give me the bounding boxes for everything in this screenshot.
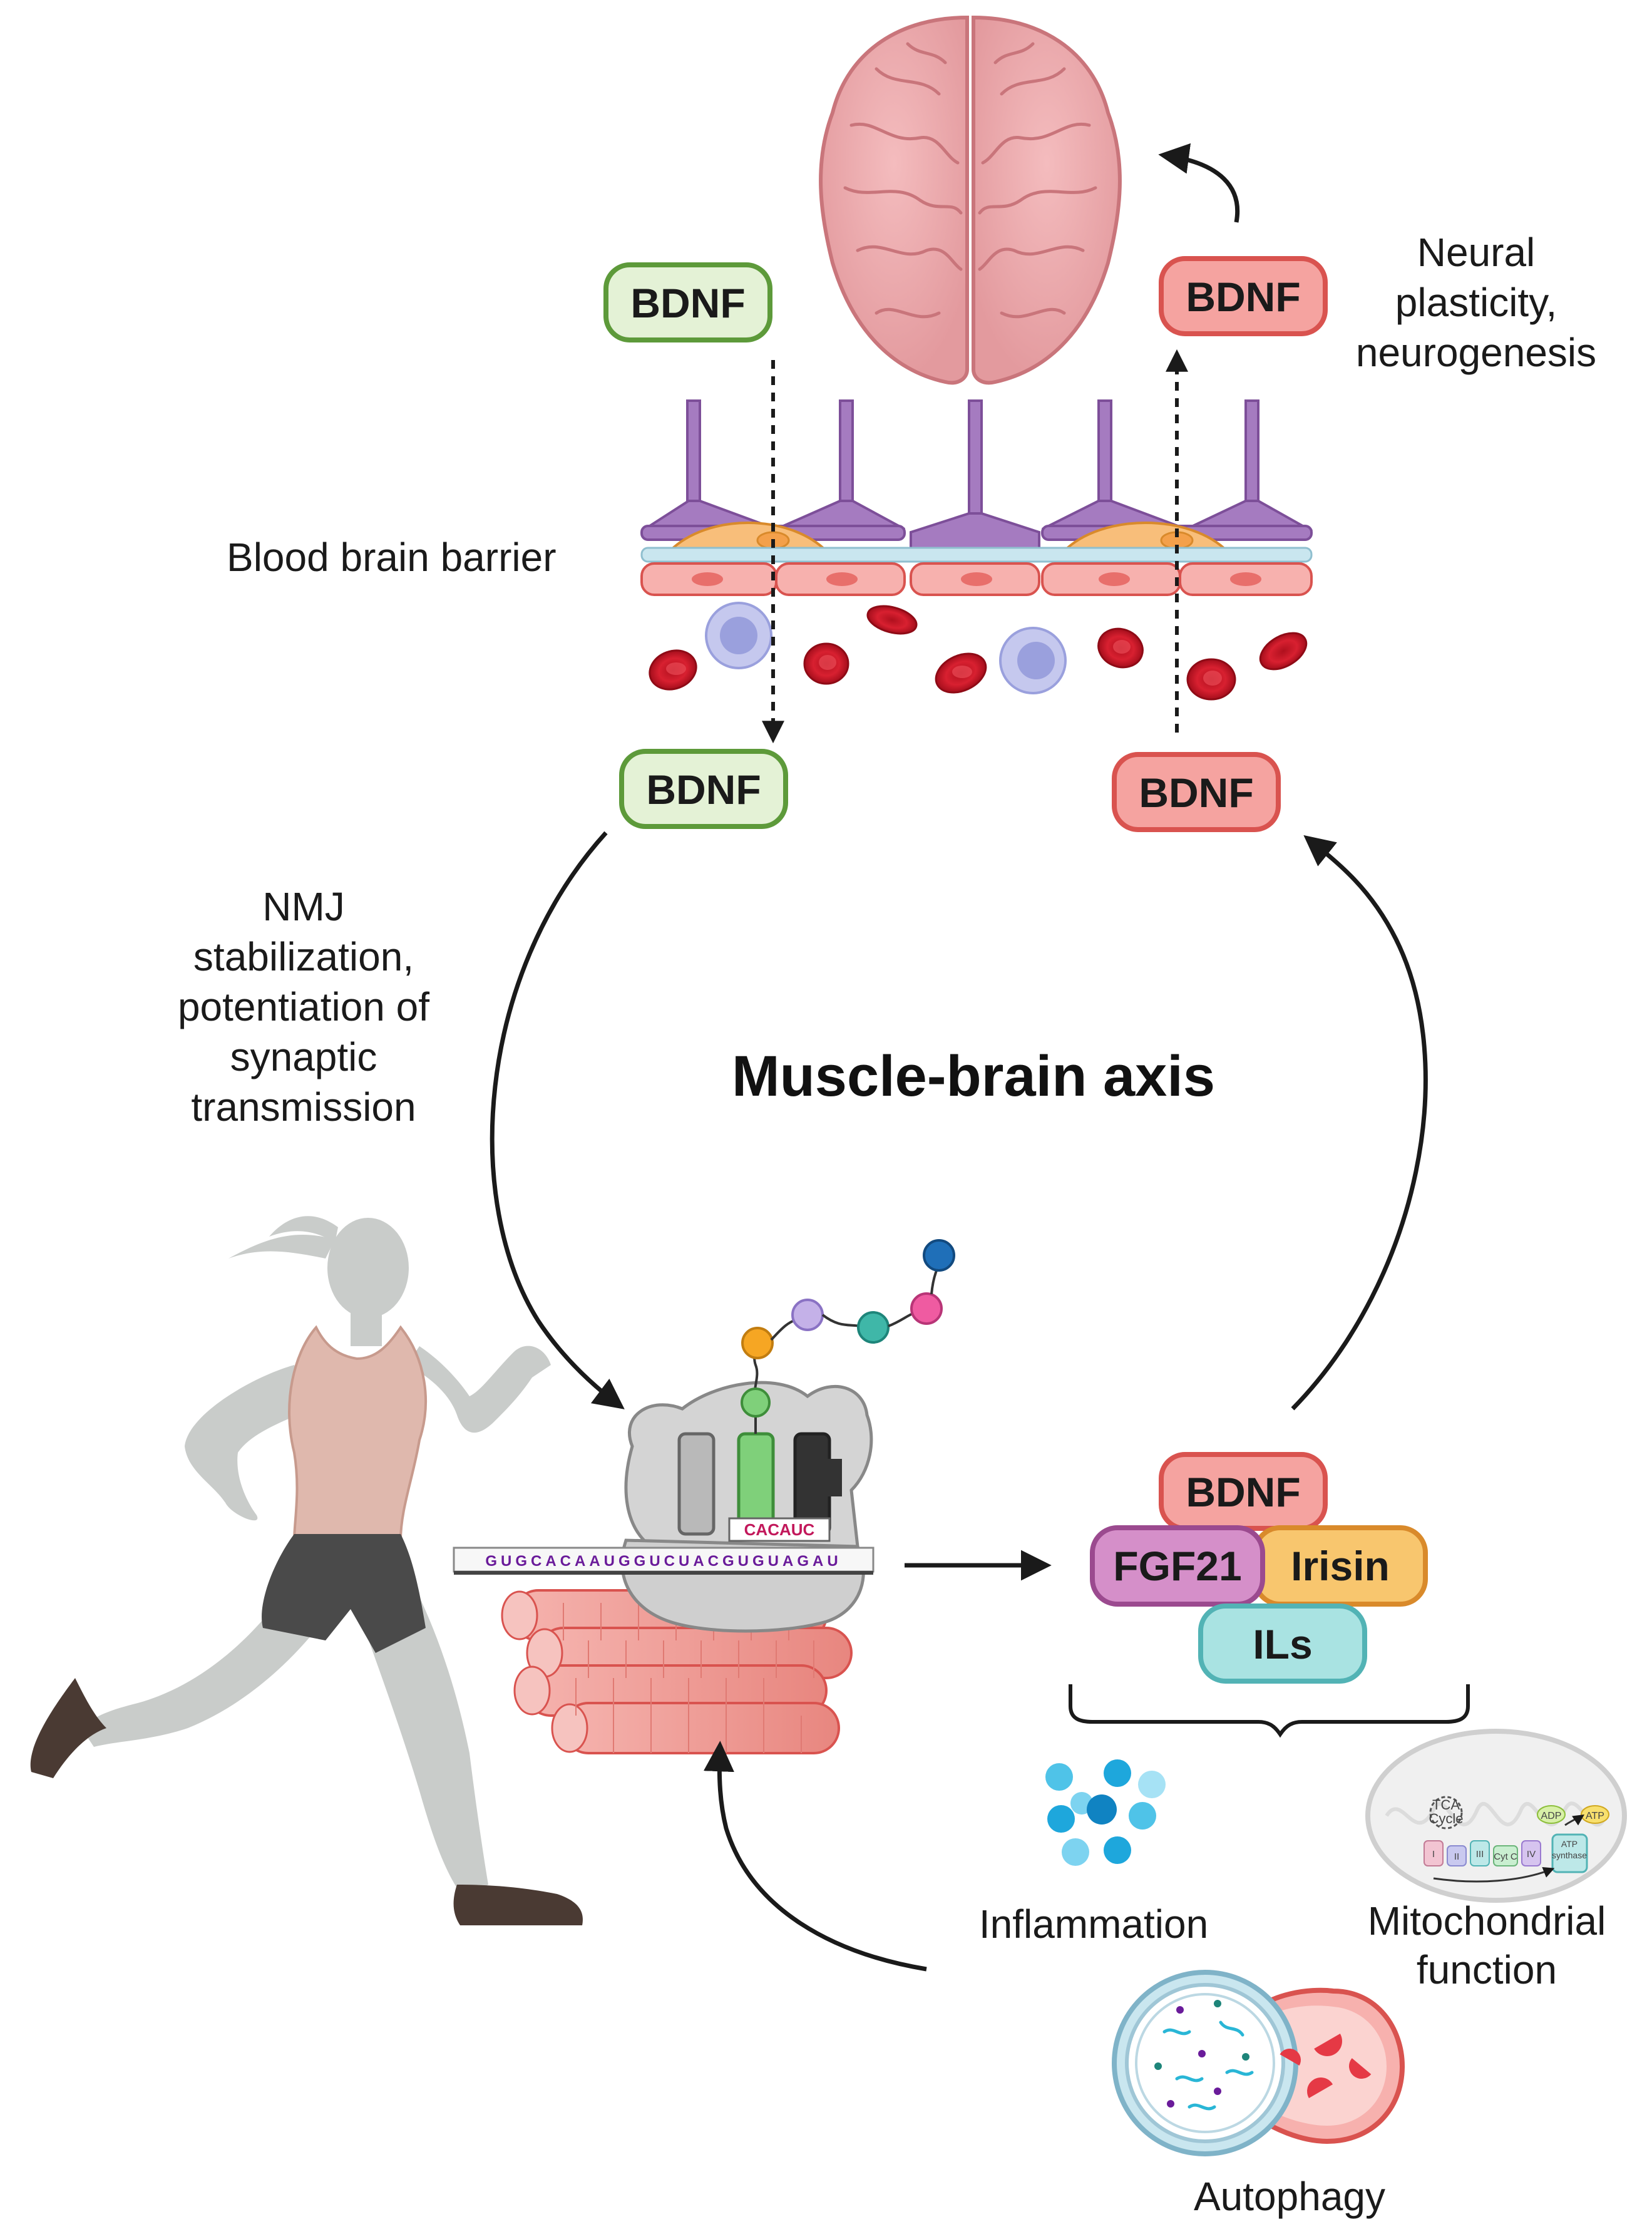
- svg-text:Mitochondrial: Mitochondrial: [1368, 1898, 1606, 1943]
- irisin-badge: Irisin: [1253, 1525, 1428, 1607]
- svg-text:NMJ: NMJ: [262, 884, 345, 929]
- svg-text:ATP: ATP: [1561, 1839, 1578, 1849]
- autophagy-icon: [1112, 1970, 1405, 2156]
- inflammation-label: Inflammation: [979, 1902, 1208, 1947]
- autophagy-label: Autophagy: [1194, 2174, 1385, 2219]
- svg-text:ADP: ADP: [1541, 1811, 1562, 1821]
- svg-text:plasticity,: plasticity,: [1395, 280, 1557, 325]
- nmj-stabilization-label: NMJ stabilization, potentiation of synap…: [178, 884, 429, 1130]
- bdnf-badge-red-bottom: BDNF: [1112, 752, 1281, 832]
- svg-text:BDNF: BDNF: [646, 766, 761, 813]
- bdnf-badge-myokine: BDNF: [1159, 1452, 1328, 1531]
- svg-text:neurogenesis: neurogenesis: [1356, 330, 1596, 375]
- curly-brace: [1069, 1684, 1470, 1738]
- blood-brain-barrier-label: Blood brain barrier: [227, 535, 557, 580]
- svg-text:transmission: transmission: [191, 1084, 416, 1130]
- svg-text:BDNF: BDNF: [630, 280, 745, 326]
- svg-text:III: III: [1476, 1849, 1484, 1860]
- svg-text:function: function: [1417, 1947, 1557, 1992]
- bdnf-badge-green-bottom: BDNF: [619, 749, 788, 829]
- svg-text:Cycle: Cycle: [1429, 1811, 1463, 1826]
- svg-text:BDNF: BDNF: [1186, 274, 1300, 320]
- svg-text:Cyt C: Cyt C: [1494, 1851, 1517, 1862]
- mitochondria-icon: TCA Cycle ADP ATP ATP synthase I II III …: [1365, 1729, 1627, 1903]
- neural-plasticity-label: Neural plasticity, neurogenesis: [1356, 230, 1596, 375]
- svg-text:synaptic: synaptic: [230, 1034, 377, 1079]
- ribosome-icon: CACAUC GUGCACAAUGGUCUACGUGUAGAU: [453, 1239, 955, 1633]
- svg-text:GUGCACAAUGGUCUACGUGUAGAU: GUGCACAAUGGUCUACGUGUAGAU: [485, 1553, 841, 1570]
- svg-text:Irisin: Irisin: [1291, 1543, 1390, 1589]
- svg-text:IV: IV: [1527, 1849, 1536, 1860]
- ils-badge: ILs: [1198, 1604, 1367, 1684]
- page-title: Muscle-brain axis: [732, 1044, 1215, 1108]
- svg-text:ATP: ATP: [1586, 1811, 1604, 1821]
- mitochondrial-function-label: Mitochondrial function: [1368, 1898, 1606, 1992]
- bdnf-badge-red-top: BDNF: [1159, 256, 1328, 336]
- svg-text:I: I: [1432, 1849, 1435, 1860]
- runner-icon: [30, 1216, 583, 1925]
- arrow-to-brain: [1158, 143, 1240, 223]
- bdnf-badge-green-top: BDNF: [603, 262, 772, 342]
- brain-icon: [819, 15, 1122, 385]
- svg-text:stabilization,: stabilization,: [193, 934, 414, 979]
- svg-text:potentiation of: potentiation of: [178, 984, 429, 1029]
- blood-brain-barrier-icon: [640, 399, 1313, 701]
- svg-text:Neural: Neural: [1417, 230, 1536, 275]
- arrow-left-cycle: [490, 831, 625, 1409]
- svg-text:II: II: [1454, 1851, 1459, 1862]
- fgf21-badge: FGF21: [1090, 1525, 1265, 1607]
- arrow-to-muscle: [703, 1741, 927, 1972]
- inflammation-icon: [1045, 1759, 1166, 1866]
- svg-text:FGF21: FGF21: [1113, 1543, 1241, 1589]
- svg-text:CACAUC: CACAUC: [744, 1520, 815, 1539]
- svg-text:BDNF: BDNF: [1186, 1469, 1300, 1515]
- svg-text:ILs: ILs: [1253, 1621, 1312, 1667]
- arrow-right-cycle: [1291, 835, 1428, 1411]
- svg-text:synthase: synthase: [1552, 1850, 1587, 1860]
- svg-text:BDNF: BDNF: [1139, 770, 1253, 816]
- svg-text:TCA: TCA: [1432, 1797, 1460, 1813]
